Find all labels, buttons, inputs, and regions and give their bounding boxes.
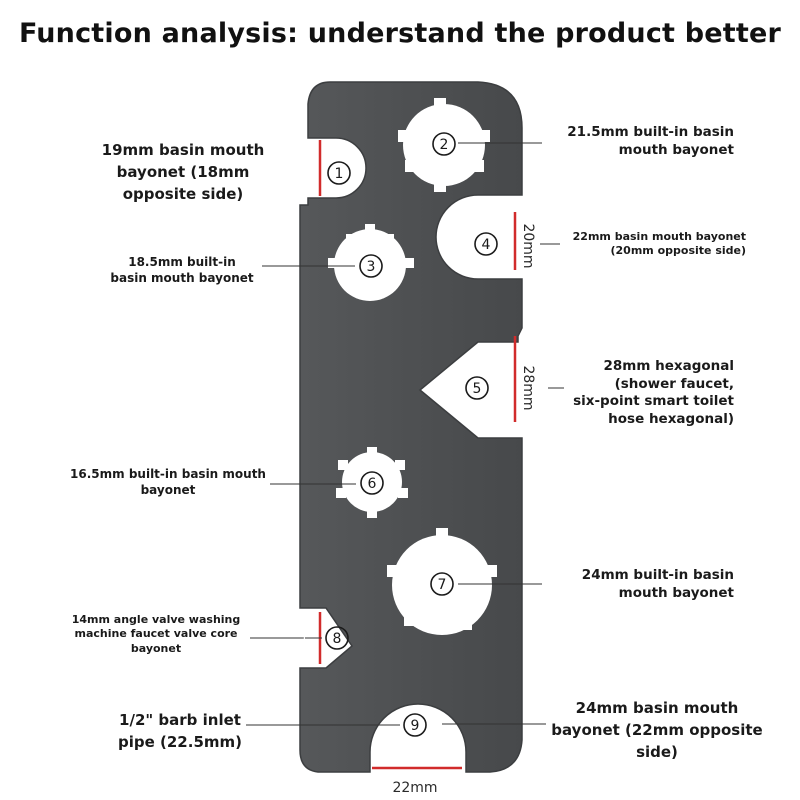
hole-7 <box>387 528 497 635</box>
page-title: Function analysis: understand the produc… <box>18 18 782 49</box>
callout-6-label: 16.5mm built-in basin mouth bayonet <box>70 467 266 497</box>
dim-18-label: 18mm <box>292 147 308 192</box>
marker-digit-4: 4 <box>482 237 491 253</box>
marker-digit-8: 8 <box>333 631 342 647</box>
dim-22-label: 22mm <box>392 780 437 796</box>
callout-7-label: 24mm built-in basin mouth bayonet <box>581 567 734 601</box>
hole-6 <box>336 447 408 518</box>
marker-circle-9 <box>403 713 427 737</box>
hole-3 <box>328 224 414 301</box>
marker-digit-6: 6 <box>368 476 377 492</box>
marker-digit-1: 1 <box>335 166 344 182</box>
dim-20-label: 20mm <box>520 223 536 268</box>
callout-10-label: 24mm basin mouth bayonet (22mm opposite … <box>551 699 763 761</box>
marker-digit-5: 5 <box>473 381 482 397</box>
callout-5-label: 28mm hexagonal (shower faucet, six-point… <box>573 358 734 427</box>
marker-circle-8 <box>325 626 349 650</box>
callout-4-label: 22mm basin mouth bayonet (20mm opposite … <box>572 230 746 258</box>
callout-9-label: 1/2" barb inlet pipe (22.5mm) <box>118 711 242 751</box>
marker-digit-7: 7 <box>438 577 447 593</box>
marker-circle-7 <box>430 572 454 596</box>
callout-2-label: 21.5mm built-in basin mouth bayonet <box>567 124 734 158</box>
marker-circle-1 <box>327 161 351 185</box>
marker-digit-3: 3 <box>367 259 376 275</box>
marker-digit-9: 9 <box>411 718 420 734</box>
marker-circle-6 <box>360 471 384 495</box>
wrench-plate <box>299 81 523 773</box>
hole-2 <box>398 98 490 192</box>
marker-circle-2 <box>432 132 456 156</box>
callout-3-label: 18.5mm built-in basin mouth bayonet <box>110 255 254 285</box>
dim-14-label: 14mm <box>293 615 309 660</box>
callout-1-label: 19mm basin mouth bayonet (18mm opposite … <box>101 141 265 203</box>
dim-28-label: 28mm <box>520 365 536 410</box>
callout-8-label: 14mm angle valve washing machine faucet … <box>71 613 241 655</box>
marker-digit-2: 2 <box>440 137 449 153</box>
marker-circle-4 <box>474 232 498 256</box>
marker-circle-5 <box>465 376 489 400</box>
marker-circle-3 <box>359 254 383 278</box>
